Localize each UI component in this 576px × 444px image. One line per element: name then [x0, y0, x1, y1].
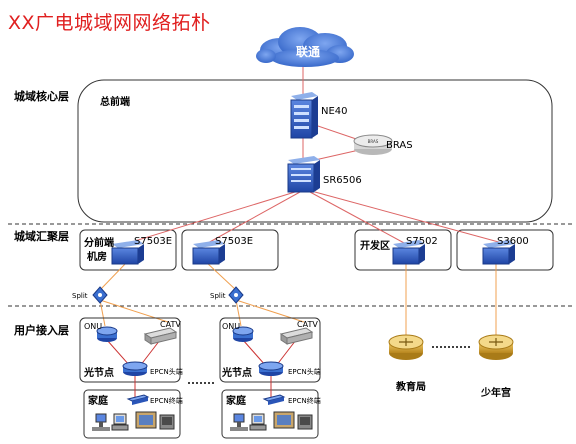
epcn-head-label-1: EPCN头端: [150, 368, 183, 376]
cloud-icon: [256, 27, 354, 67]
bras-icon: BRAS: [353, 134, 393, 155]
agg-box-2: [181, 229, 279, 271]
switch-s7503e-1-icon: [111, 240, 144, 265]
catv-label-2: CATV: [297, 320, 318, 329]
link-sr-agg1: [124, 191, 296, 245]
sr6506-label: SR6506: [323, 175, 362, 186]
fiber-split1-onu: [99, 299, 106, 327]
edu-bureau-label: 教育局: [396, 382, 426, 393]
page-title: XX广电城域网网络拓朴: [8, 12, 211, 34]
home-label-1: 家庭: [88, 396, 108, 407]
layer-label-core: 城域核心层: [14, 90, 69, 103]
link-catv-epcn-2: [275, 339, 297, 367]
agg-box-1: [79, 229, 177, 271]
router-youth-palace-icon: [478, 334, 514, 360]
home-box-1: [83, 389, 181, 439]
home-devices-2-icon: [230, 411, 313, 431]
fiber-split1-catv: [99, 299, 169, 323]
bras-label: BRAS: [386, 140, 413, 151]
agg2-switch-label: S7503E: [215, 236, 254, 247]
switch-s7502-icon: [392, 240, 425, 265]
optical-node-label-1: 光节点: [84, 368, 114, 379]
ne40-label: NE40: [321, 106, 348, 117]
youth-palace-label: 少年宫: [481, 388, 511, 399]
switch-sr6506-icon: [287, 156, 320, 193]
home-label-2: 家庭: [226, 396, 246, 407]
onu-label-2: ONU: [222, 322, 241, 331]
home-box-2: [221, 389, 319, 439]
epcn-head-2-icon: [258, 361, 284, 376]
epcn-head-label-2: EPCN头端: [288, 368, 321, 376]
switch-s7503e-2-icon: [192, 240, 225, 265]
epcn-terminal-1-icon: [126, 394, 150, 405]
splitter-2-icon: [228, 286, 244, 304]
layer-label-aggregation: 城域汇聚层: [14, 230, 69, 243]
optical-node-box-1: [79, 317, 181, 383]
optical-node-box-2: [219, 317, 321, 383]
epcn-terminal-2-icon: [262, 394, 286, 405]
router-ne40-icon: [290, 92, 318, 139]
switch-s3600-icon: [482, 240, 515, 265]
catv-1-icon: [143, 327, 178, 345]
onu-2-icon: [232, 326, 254, 342]
link-sr-agg2: [205, 191, 301, 245]
onu-label-1: ONU: [84, 322, 103, 331]
optical-node-label-2: 光节点: [222, 368, 252, 379]
agg-box-4: [456, 229, 554, 271]
agg3-name: 开发区: [360, 241, 390, 252]
split-label-2: Split: [210, 292, 226, 300]
svg-text:BRAS: BRAS: [368, 139, 379, 144]
catv-label-1: CATV: [160, 320, 181, 329]
agg1-name-line1: 分前端: [84, 238, 114, 249]
link-sr-agg4: [314, 191, 507, 245]
core-group-label: 总前端: [100, 97, 130, 108]
core-area: [77, 79, 553, 223]
fiber-agg2-split2: [205, 261, 237, 291]
agg1-name-line2: 机房: [87, 252, 107, 263]
agg1-switch-label: S7503E: [134, 236, 173, 247]
split-label-1: Split: [72, 292, 88, 300]
layer-label-access: 用户接入层: [14, 324, 69, 337]
agg-box-3: [354, 229, 452, 271]
epcn-head-1-icon: [122, 361, 148, 376]
cloud-label: 联通: [296, 45, 321, 59]
epcn-terminal-label-1: EPCN终端: [150, 397, 183, 405]
onu-1-icon: [96, 326, 118, 342]
link-sr-agg3: [309, 191, 407, 245]
epcn-terminal-label-2: EPCN终端: [288, 397, 321, 405]
fiber-split2-catv: [235, 299, 305, 323]
link-onu-epcn-1: [106, 339, 131, 367]
agg4-switch-label: S3600: [497, 236, 529, 247]
catv-2-icon: [279, 327, 314, 345]
agg3-switch-label: S7502: [406, 236, 438, 247]
home-devices-1-icon: [92, 411, 175, 431]
link-onu-epcn-2: [242, 339, 267, 367]
router-edu-bureau-icon: [388, 334, 424, 360]
splitter-1-icon: [92, 286, 108, 304]
link-catv-epcn-1: [139, 339, 161, 367]
fiber-split2-onu: [235, 299, 242, 327]
fiber-agg1-split1: [99, 261, 128, 291]
